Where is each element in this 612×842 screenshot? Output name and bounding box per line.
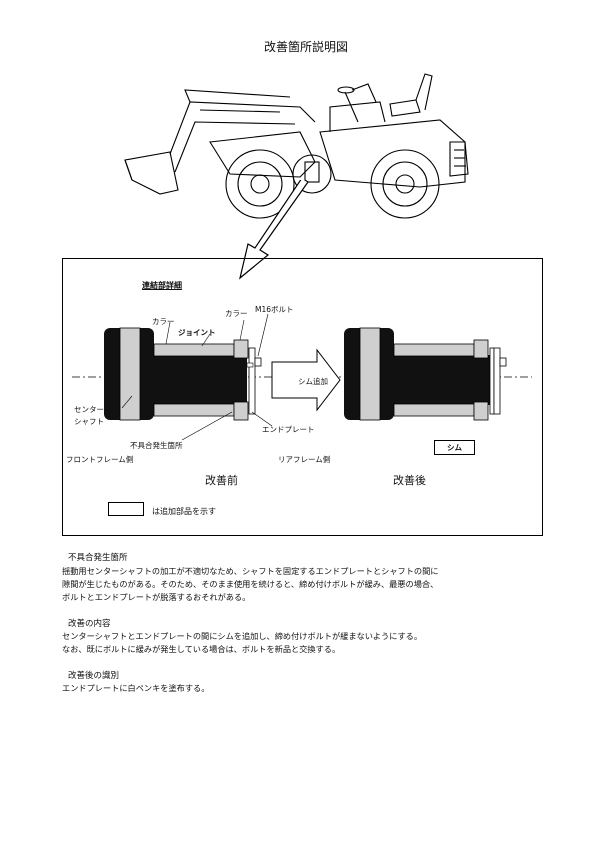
section-line: ボルトとエンドプレートが脱落するおそれがある。: [62, 592, 251, 602]
collar-label-left: カラー: [152, 317, 175, 326]
bolt-label: M16ボルト: [255, 305, 294, 314]
wheel-loader-illustration: [124, 73, 469, 219]
after-label: 改善後: [393, 474, 426, 487]
callout-arrow: [239, 180, 309, 280]
joint-detail-panel: [62, 258, 543, 536]
end-plate-label: エンドプレート: [262, 425, 315, 434]
section-body-identification: エンドプレートに白ペンキを塗布する。: [62, 682, 209, 695]
section-line: 隙間が生じたものがある。そのため、そのまま使用を続けると、締め付けボルトが緩み、…: [62, 579, 439, 589]
section-heading-improvement: 改善の内容: [68, 619, 111, 629]
joint-assembly-diagram: [72, 313, 532, 440]
section-body-improvement: センターシャフトとエンドプレートの間にシムを追加し、締め付けボルトが緩まないよう…: [62, 630, 422, 656]
joint-label: ジョイント: [178, 328, 216, 337]
section-body-defect: 揺動用センターシャフトの加工が不適切なため、シャフトを固定するエンドプレートとシ…: [62, 565, 438, 604]
center-shaft-label-1: センター: [74, 405, 104, 414]
shim-label: シム: [434, 440, 475, 455]
front-frame-label: フロントフレーム側: [66, 455, 134, 464]
section-line: エンドプレートに白ペンキを塗布する。: [62, 683, 210, 693]
shim-added-label: シム追加: [298, 377, 328, 386]
rear-frame-label: リアフレーム側: [278, 455, 331, 464]
section-heading-defect: 不具合発生箇所: [68, 553, 128, 563]
legend-text: は追加部品を示す: [152, 507, 216, 516]
after-assembly: [344, 327, 507, 421]
detail-heading: 連結部詳細: [142, 281, 182, 290]
before-label: 改善前: [205, 474, 238, 487]
section-heading-identification: 改善後の識別: [68, 671, 120, 681]
page-title: 改善箇所説明図: [263, 40, 348, 54]
legend-swatch: [108, 502, 144, 516]
section-line: センターシャフトとエンドプレートの間にシムを追加し、締め付けボルトが緩まないよう…: [62, 631, 423, 641]
defect-location-label: 不具合発生箇所: [130, 441, 183, 450]
before-assembly: [104, 327, 262, 421]
section-line: なお、既にボルトに緩みが発生している場合は、ボルトを新品と交換する。: [62, 644, 341, 654]
section-line: 揺動用センターシャフトの加工が不適切なため、シャフトを固定するエンドプレートとシ…: [62, 566, 439, 576]
center-shaft-label-2: シャフト: [74, 417, 104, 426]
collar-label-right: カラー: [225, 309, 248, 318]
